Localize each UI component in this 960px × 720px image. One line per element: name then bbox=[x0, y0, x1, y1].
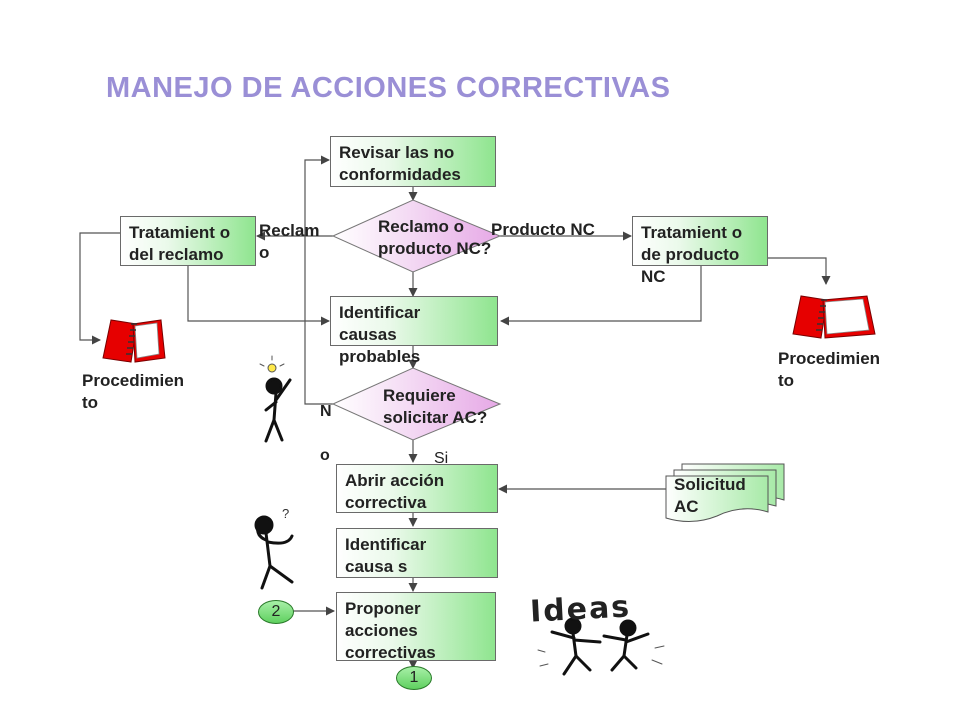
decision-reclamo-producto-text: Reclamo o producto NC? bbox=[378, 217, 492, 258]
connector-2: 2 bbox=[258, 600, 294, 624]
box-revisar-no-conformidades: Revisar las no conformidades bbox=[330, 136, 496, 187]
box-tratamiento-reclamo-label: Tratamient o del reclamo bbox=[129, 223, 231, 264]
box-abrir-accion-label: Abrir acción correctiva bbox=[345, 471, 445, 512]
label-si: Si bbox=[434, 450, 449, 467]
document-stack-icon bbox=[665, 463, 785, 522]
arrow-to-procedimiento-left bbox=[79, 232, 120, 345]
box-revisar-label: Revisar las no conformidades bbox=[339, 143, 461, 184]
label-procedimiento-right: Procedimien to bbox=[778, 349, 881, 390]
decision-diamond-1 bbox=[331, 199, 502, 273]
arrow-to-procedimiento-right bbox=[768, 257, 831, 285]
box-identificar-causas-label: Identificar causas probables bbox=[339, 303, 421, 366]
label-solicitud-ac: Solicitud AC bbox=[674, 475, 746, 516]
arrow-reclamo-to-identificar bbox=[187, 266, 330, 326]
book-icon-right bbox=[792, 295, 876, 339]
box-identificar-causa-label: Identificar causa s bbox=[345, 535, 427, 576]
label-producto-nc: Producto NC bbox=[491, 220, 595, 239]
box-abrir-accion: Abrir acción correctiva bbox=[336, 464, 498, 513]
box-identificar-causa: Identificar causa s bbox=[336, 528, 498, 578]
decision-diamond-2 bbox=[331, 367, 502, 441]
label-reclamo: Reclam o bbox=[259, 221, 320, 262]
box-identificar-causas: Identificar causas probables bbox=[330, 296, 498, 366]
svg-text:?: ? bbox=[282, 506, 289, 521]
page-title: MANEJO DE ACCIONES CORRECTIVAS bbox=[106, 72, 671, 104]
ideas-text: Ideas bbox=[529, 589, 632, 630]
label-procedimiento-left: Procedimien to bbox=[82, 371, 185, 412]
box-tratamiento-producto: Tratamient o de producto NC bbox=[632, 216, 768, 286]
box-proponer-acciones-label: Proponer acciones correctivas bbox=[345, 599, 436, 662]
idea-figure-icon bbox=[259, 355, 292, 443]
thinking-figure-icon: ? bbox=[254, 506, 294, 590]
box-proponer-acciones: Proponer acciones correctivas bbox=[336, 592, 496, 662]
arrow-producto-to-identificar bbox=[500, 266, 702, 326]
arrow-no-loop bbox=[304, 155, 333, 405]
box-tratamiento-producto-label: Tratamient o de producto NC bbox=[641, 223, 743, 286]
decision-requiere-ac-text: Requiere solicitar AC? bbox=[383, 386, 488, 427]
label-no: N o bbox=[320, 403, 332, 464]
book-icon-left bbox=[102, 319, 166, 363]
ideas-figures-icon bbox=[537, 617, 665, 676]
box-tratamiento-reclamo: Tratamient o del reclamo bbox=[120, 216, 256, 266]
connector-1: 1 bbox=[396, 666, 432, 690]
